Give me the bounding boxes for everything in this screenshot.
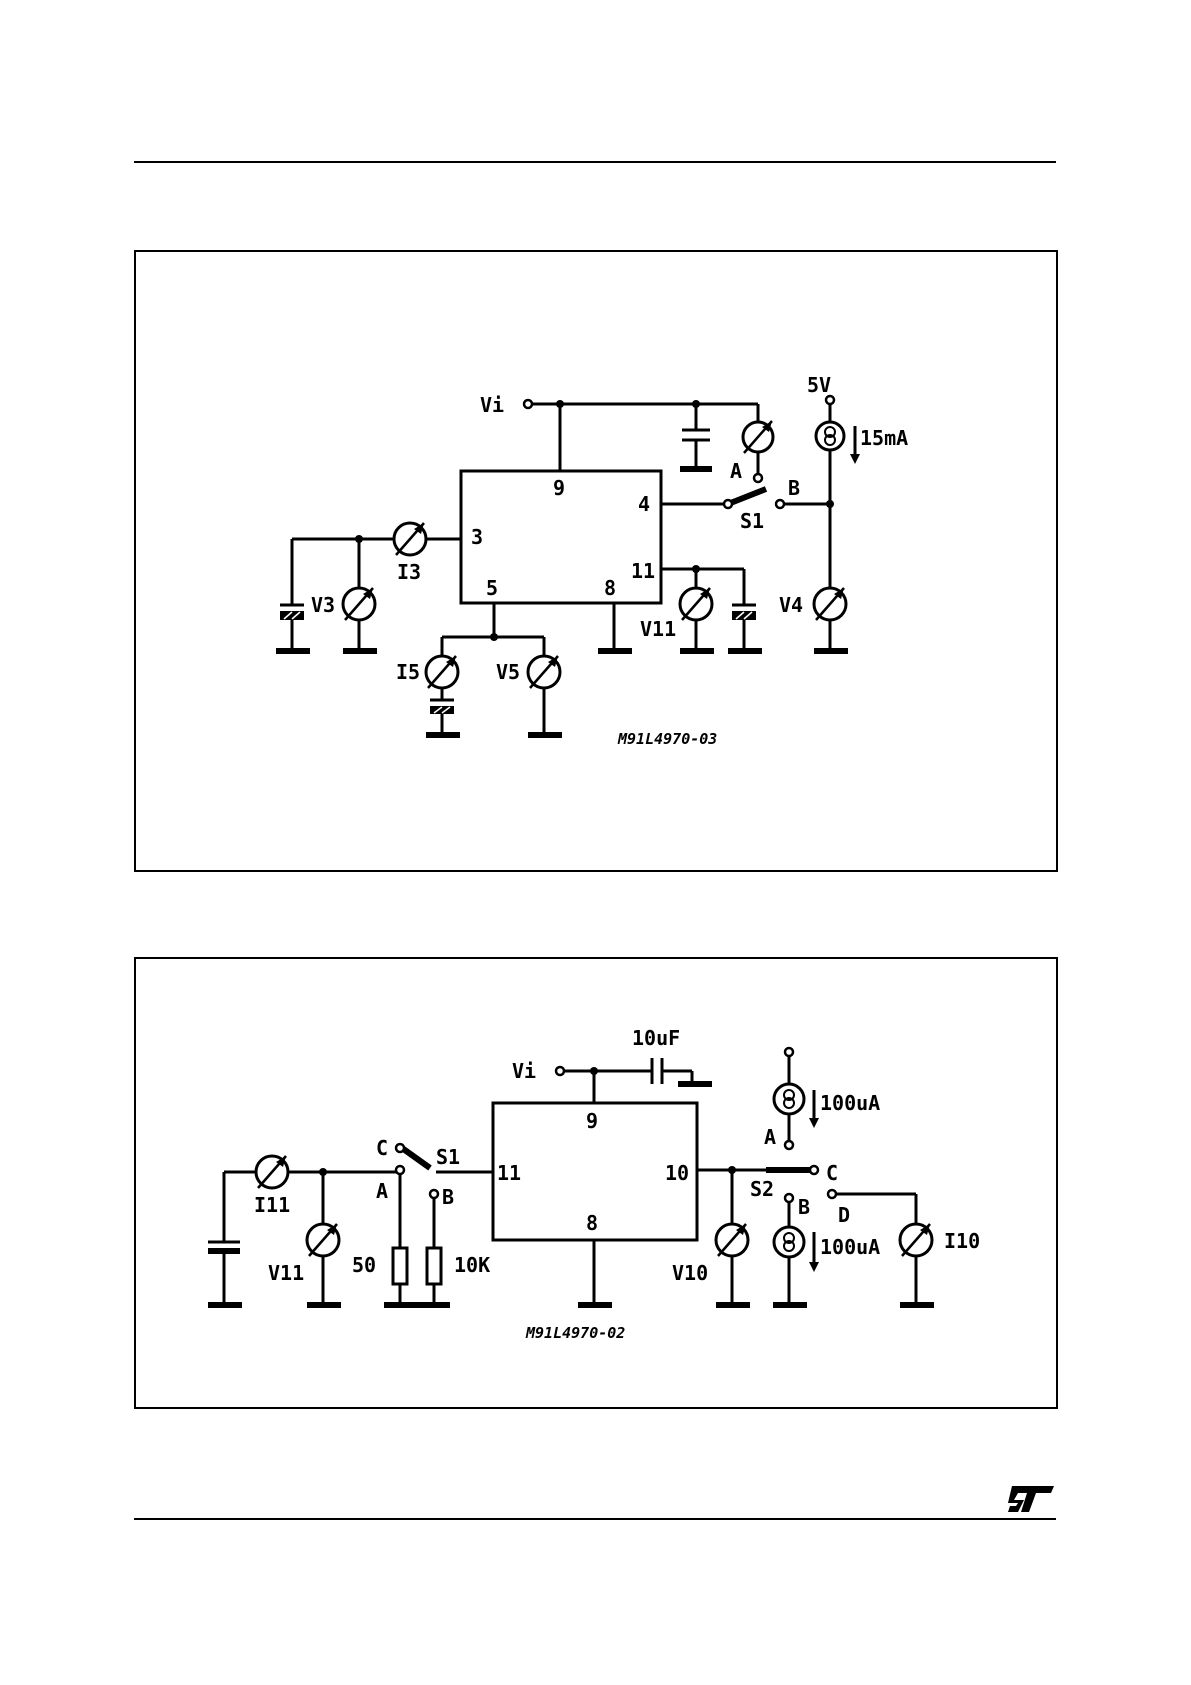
label-c: C (376, 1136, 388, 1160)
st-logo-icon (1006, 1484, 1056, 1514)
pin-8: 8 (604, 576, 616, 600)
label-v11: V11 (640, 617, 676, 641)
label-100ua-2: 100uA (820, 1235, 880, 1259)
pin-11-b: 11 (497, 1161, 521, 1185)
pin-4: 4 (638, 492, 650, 516)
label-v10: V10 (672, 1261, 708, 1285)
label-a: A (730, 459, 742, 483)
label-100ua-1: 100uA (820, 1091, 880, 1115)
label-10uf: 10uF (632, 1026, 680, 1050)
label-10k: 10K (454, 1253, 490, 1277)
pin-11: 11 (631, 559, 655, 583)
label-v11-b: V11 (268, 1261, 304, 1285)
label-15ma: 15mA (860, 426, 908, 450)
label-v5: V5 (496, 660, 520, 684)
pin-10: 10 (665, 1161, 689, 1185)
pin-8-b: 8 (586, 1211, 598, 1235)
label-v3: V3 (311, 593, 335, 617)
label-s2: S2 (750, 1177, 774, 1201)
pin-9-b: 9 (586, 1109, 598, 1133)
pin-5: 5 (486, 576, 498, 600)
label-b2: B (798, 1195, 810, 1219)
label-a2: A (764, 1125, 776, 1149)
pin-3: 3 (471, 525, 483, 549)
top-rule (134, 161, 1056, 163)
figure-code-1: M91L4970-03 (617, 730, 717, 748)
label-vi: Vi (480, 393, 504, 417)
schematic-2: 10uF Vi 9 11 10 8 C S1 A B I11 V11 50 10… (136, 959, 1056, 1407)
figure-code-2: M91L4970-02 (525, 1324, 625, 1342)
bottom-rule (134, 1518, 1056, 1520)
schematic-1: Vi 9 4 3 11 5 8 5V 15mA A B S1 I3 V3 V11… (136, 252, 1056, 870)
label-vi-2: Vi (512, 1059, 536, 1083)
figure-panel-2: 10uF Vi 9 11 10 8 C S1 A B I11 V11 50 10… (134, 957, 1058, 1409)
label-a-b: A (376, 1179, 388, 1203)
pin-9: 9 (553, 476, 565, 500)
label-b: B (788, 476, 800, 500)
label-b-b: B (442, 1185, 454, 1209)
label-i11: I11 (254, 1193, 290, 1217)
label-5v: 5V (807, 373, 831, 397)
label-c2: C (826, 1161, 838, 1185)
figure-panel-1: Vi 9 4 3 11 5 8 5V 15mA A B S1 I3 V3 V11… (134, 250, 1058, 872)
label-i10: I10 (944, 1229, 980, 1253)
label-d: D (838, 1203, 850, 1227)
label-i5: I5 (396, 660, 420, 684)
label-s1-b: S1 (436, 1145, 460, 1169)
label-v4: V4 (779, 593, 803, 617)
label-50: 50 (352, 1253, 376, 1277)
label-s1: S1 (740, 509, 764, 533)
label-i3: I3 (397, 560, 421, 584)
